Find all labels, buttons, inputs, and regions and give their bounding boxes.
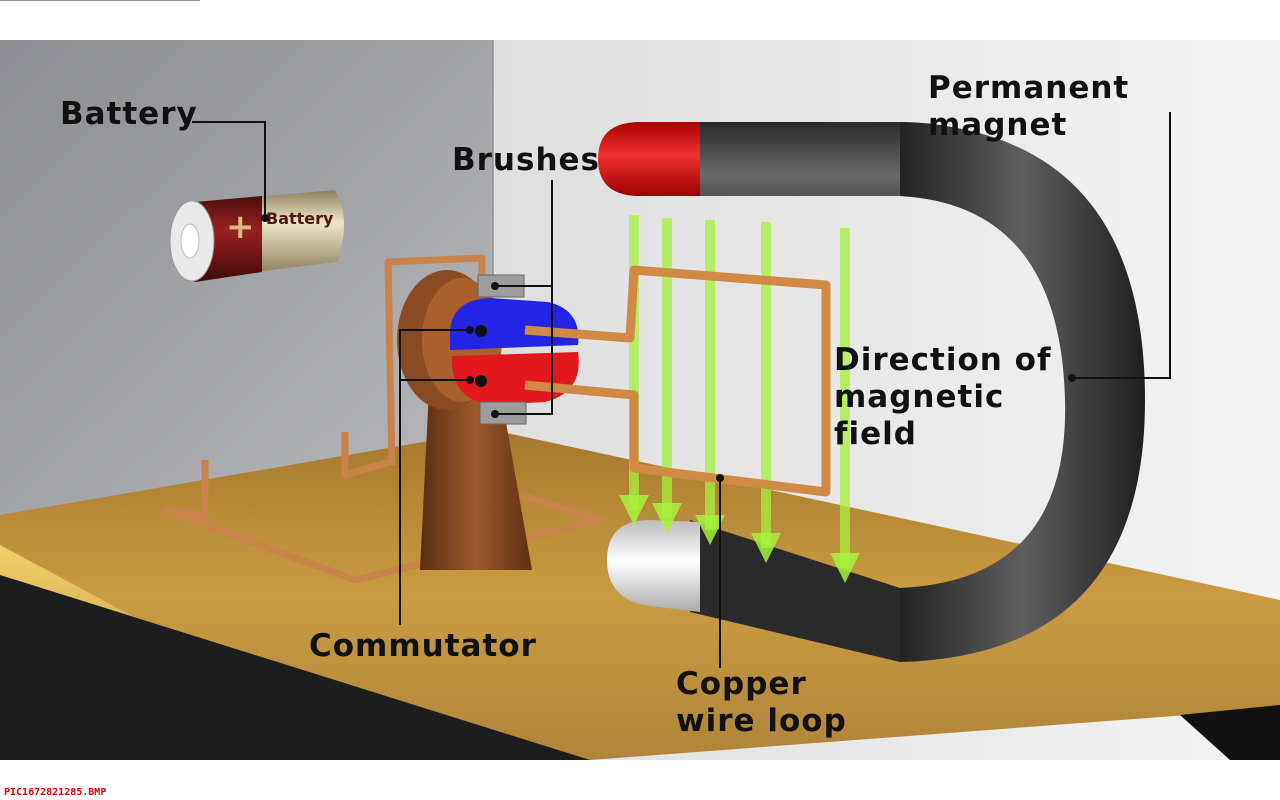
battery-printed-label: Battery [266,209,334,228]
leader-lines [192,112,1171,668]
leader-magnet [1072,112,1171,379]
battery-plus-sign: + [226,207,255,247]
magnet-north-pole [598,122,700,196]
label-brushes: Brushes [452,142,600,178]
label-copper-wire-loop: Copper wire loop [676,666,847,739]
commutator-ring [449,274,579,425]
battery-body-tan [255,190,345,272]
magnet-bottom-arm [690,520,900,662]
wall-left [0,40,493,515]
leader-dot [1068,374,1076,382]
battery-terminal [180,223,200,259]
image-filename-caption: PIC1672821285.BMP [4,787,107,798]
label-commutator: Commutator [309,628,537,664]
top-edge-line [0,0,200,1]
leader-dot [261,214,269,222]
battery-cell: + Battery [169,190,345,282]
leader-dot [716,474,724,482]
leader-brushes [495,180,553,415]
commutator-dot-red [475,375,487,387]
leader-dot [466,326,474,334]
leader-dot [466,376,474,384]
magnet-south-pole [607,520,700,612]
magnet-curve [900,122,1145,662]
commutator-half-blue [449,298,579,350]
label-battery: Battery [60,96,198,132]
copper-base-wire [161,432,604,584]
commutator-dot-blue [475,325,487,337]
label-direction-of-magnetic-field: Direction of magnetic field [834,342,1052,452]
floor-shadow [0,575,590,760]
leader-dot [491,410,499,418]
copper-wire-loop [524,265,831,497]
leader-dots [261,214,1076,482]
leader-commutator [399,329,470,625]
leader-dot [491,282,499,290]
loop-upper-lead [524,265,831,497]
leader-battery [192,121,266,218]
label-permanent-magnet: Permanent magnet [928,70,1130,143]
commutator-half-red [451,352,579,405]
floor-right [1180,705,1280,760]
permanent-magnet [598,122,1145,662]
